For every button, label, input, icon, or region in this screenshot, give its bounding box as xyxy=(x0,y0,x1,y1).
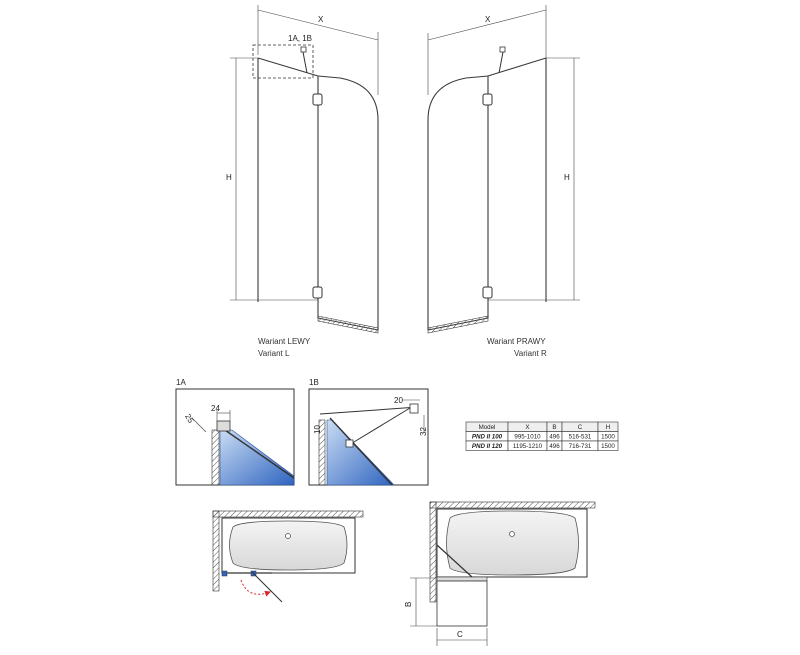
spec-table: Model X B C H PND II 100 995-1010 496 516-531 150… xyxy=(465,421,619,451)
table-cell-text: 496 xyxy=(549,433,560,440)
detail-1a-dim-24: 24 xyxy=(211,404,220,413)
h-label-right: H xyxy=(564,173,570,182)
h-label-left: H xyxy=(226,173,232,182)
variant-right-title: Wariant PRAWY xyxy=(487,337,546,346)
table-cell-text: 1500 xyxy=(601,443,615,450)
detail-1b-box: 20 10 32 xyxy=(308,388,429,486)
x-label-left: X xyxy=(318,15,324,24)
table-header-text: Model xyxy=(479,424,496,431)
detail-1a-box: 24 25 xyxy=(175,388,295,486)
x-label-right: X xyxy=(485,15,491,24)
table-cell-text: 1500 xyxy=(601,433,615,440)
detail-1b-dim-20: 20 xyxy=(394,396,403,405)
variant-right-subtitle: Variant R xyxy=(514,349,547,358)
table-header-text: C xyxy=(578,424,583,431)
x-dimension-line-right xyxy=(427,9,547,41)
plan-view-left xyxy=(212,510,364,603)
table-header-text: H xyxy=(606,424,610,431)
variant-left-title: Wariant LEWY xyxy=(258,337,311,346)
table-cell-text: 716-731 xyxy=(569,443,592,450)
variant-left-drawing: X H 1A, 1B xyxy=(226,5,379,334)
variant-right-drawing: X H xyxy=(427,5,580,334)
table-header-text: X xyxy=(525,424,529,431)
table-cell-text: 516-531 xyxy=(569,433,592,440)
c-label: C xyxy=(457,630,463,639)
table-cell xyxy=(597,440,619,451)
table-cell-text: PND II 120 xyxy=(472,443,503,450)
table-header-text: B xyxy=(552,424,556,431)
detail-1b-dim-32: 32 xyxy=(419,427,428,436)
b-label: B xyxy=(404,602,413,607)
plan-view-right: B C xyxy=(404,501,596,646)
detail-1a-label: 1A xyxy=(176,378,186,387)
detail-1b-dim-10: 10 xyxy=(313,425,322,434)
table-cell-text: 496 xyxy=(549,443,560,450)
table-cell-text: 1195-1210 xyxy=(513,443,543,450)
callout-box xyxy=(252,44,314,79)
x-dimension-line-left xyxy=(257,9,379,41)
callout-label: 1A, 1B xyxy=(288,34,312,43)
detail-1b-label: 1B xyxy=(309,378,319,387)
table-cell-text: PND II 100 xyxy=(472,433,503,440)
table-cell-text: 995-1010 xyxy=(514,433,541,440)
variant-left-subtitle: Variant L xyxy=(258,349,290,358)
